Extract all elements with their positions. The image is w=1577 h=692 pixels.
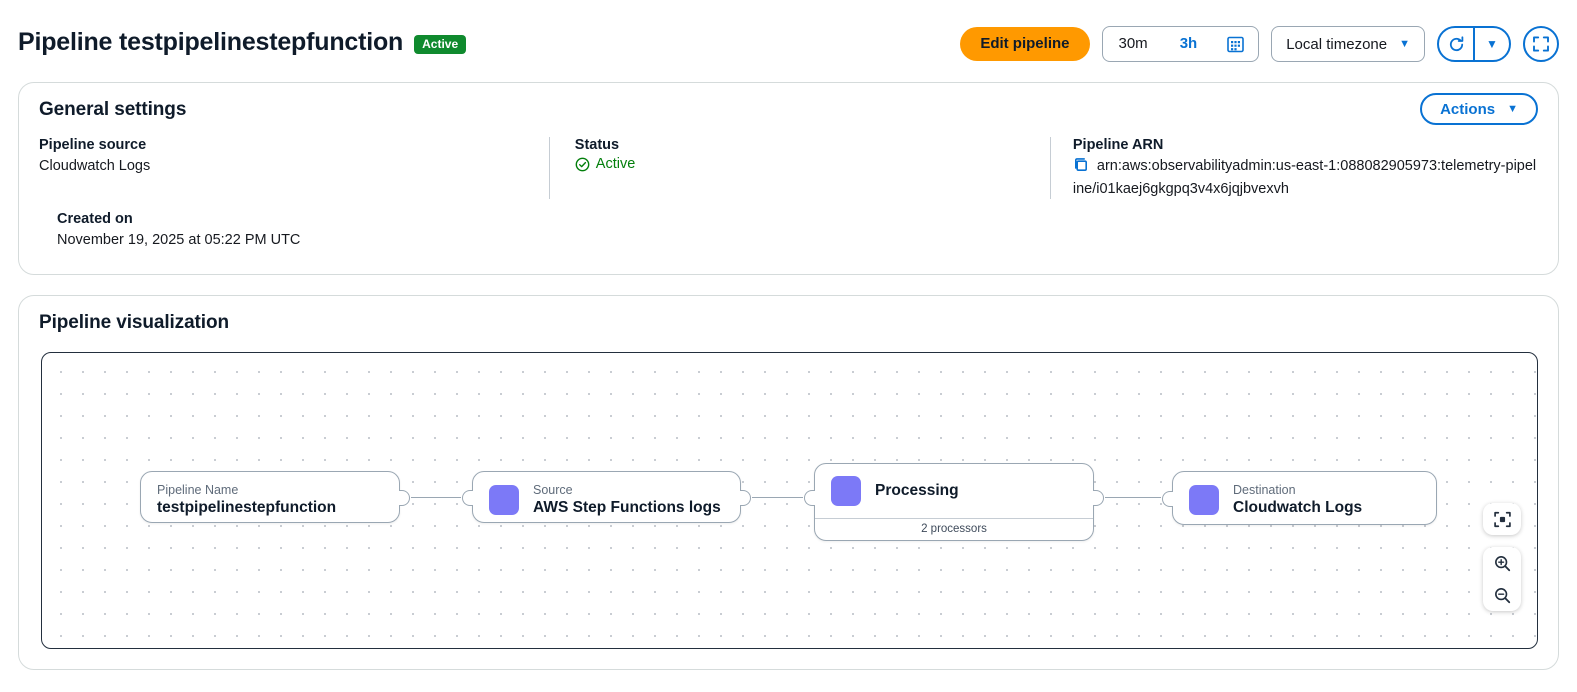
chevron-down-icon: ▼ xyxy=(1507,102,1518,115)
status-value: Active xyxy=(595,156,636,172)
visualization-title: Pipeline visualization xyxy=(39,312,229,333)
copy-icon[interactable] xyxy=(1073,157,1089,179)
node-processing-texts: Processing xyxy=(875,481,959,501)
column-divider-2 xyxy=(1050,137,1051,199)
node-source-icon xyxy=(489,485,519,515)
node-pipeline-name-body: Pipeline Name testpipelinestepfunction xyxy=(141,472,399,528)
node-processing-body: Processing xyxy=(815,464,1093,518)
handle-out-processing[interactable] xyxy=(1093,490,1104,506)
general-settings-grid: Pipeline source Cloudwatch Logs Status A… xyxy=(19,137,1558,199)
timezone-value: Local timezone xyxy=(1286,35,1388,53)
node-pipeline-name-kicker: Pipeline Name xyxy=(157,483,239,497)
zoom-controls[interactable] xyxy=(1483,547,1521,611)
calendar-icon[interactable] xyxy=(1213,27,1258,61)
edge-processing-to-destination xyxy=(1105,497,1161,498)
node-destination-texts: Destination Cloudwatch Logs xyxy=(1233,482,1362,518)
node-processing-icon xyxy=(831,476,861,506)
time-range-30m[interactable]: 30m xyxy=(1118,35,1148,52)
field-status: Status Active xyxy=(545,137,1043,199)
zoom-in-icon[interactable] xyxy=(1483,547,1521,579)
general-settings-header: General settings Actions ▼ xyxy=(19,83,1558,137)
edge-source-to-processing xyxy=(752,497,803,498)
edge-name-to-source xyxy=(411,497,461,498)
canvas-controls xyxy=(1483,503,1521,611)
fit-view-control[interactable] xyxy=(1483,503,1521,535)
pipeline-source-label: Pipeline source xyxy=(39,137,147,153)
handle-in-source[interactable] xyxy=(462,490,473,506)
actions-button-label: Actions xyxy=(1440,100,1496,118)
handle-in-destination[interactable] xyxy=(1162,491,1173,507)
node-source-kicker: Source xyxy=(533,483,573,497)
field-created-on: Created on November 19, 2025 at 05:22 PM… xyxy=(57,211,300,250)
pipeline-arn-value: arn:aws:observabilityadmin:us-east-1:088… xyxy=(1072,158,1537,197)
refresh-icon[interactable] xyxy=(1439,28,1473,60)
actions-button[interactable]: Actions ▼ xyxy=(1420,93,1538,125)
pipeline-source-value: Cloudwatch Logs xyxy=(39,158,151,174)
node-destination-body: Destination Cloudwatch Logs xyxy=(1173,472,1436,528)
time-range-3h[interactable]: 3h xyxy=(1179,35,1198,52)
column-divider-1 xyxy=(549,137,550,199)
node-processing[interactable]: Processing 2 processors xyxy=(804,463,1104,541)
field-pipeline-source: Pipeline source Cloudwatch Logs xyxy=(39,137,545,199)
general-settings-card: General settings Actions ▼ Pipeline sour… xyxy=(18,82,1559,275)
pipeline-arn-label: Pipeline ARN xyxy=(1072,137,1164,153)
handle-out-source[interactable] xyxy=(740,490,751,506)
check-circle-icon xyxy=(575,157,590,171)
node-pipeline-name[interactable]: Pipeline Name testpipelinestepfunction xyxy=(140,471,410,523)
time-range-selector[interactable]: 30m 3h xyxy=(1101,26,1260,62)
node-source-texts: Source AWS Step Functions logs xyxy=(533,482,721,518)
created-on-value: November 19, 2025 at 05:22 PM UTC xyxy=(57,232,301,248)
page-title: Pipeline testpipelinestepfunction xyxy=(18,28,404,56)
node-pipeline-name-texts: Pipeline Name testpipelinestepfunction xyxy=(157,482,336,518)
node-destination-kicker: Destination xyxy=(1233,483,1296,497)
visualization-header: Pipeline visualization xyxy=(19,296,1558,350)
page-header: Pipeline testpipelinestepfunction Active… xyxy=(0,0,1577,84)
node-pipeline-name-title: testpipelinestepfunction xyxy=(157,499,337,516)
node-source[interactable]: Source AWS Step Functions logs xyxy=(462,471,751,523)
pipeline-arn-row: arn:aws:observabilityadmin:us-east-1:088… xyxy=(1073,156,1538,199)
refresh-button-group[interactable]: ▼ xyxy=(1437,26,1511,62)
node-processing-footer: 2 processors xyxy=(815,518,1093,540)
zoom-out-icon[interactable] xyxy=(1483,579,1521,611)
node-destination-title: Cloudwatch Logs xyxy=(1233,499,1363,516)
node-source-title: AWS Step Functions logs xyxy=(533,499,721,516)
created-on-label: Created on xyxy=(57,211,133,227)
fullscreen-icon xyxy=(1533,36,1549,52)
header-actions: Edit pipeline 30m 3h xyxy=(960,26,1559,62)
node-destination-icon xyxy=(1189,485,1219,515)
fullscreen-button[interactable] xyxy=(1523,26,1559,62)
pipeline-visualization-card: Pipeline visualization Pipeline Name tes… xyxy=(18,295,1559,670)
refresh-dropdown-caret-icon[interactable]: ▼ xyxy=(1486,37,1498,51)
node-processing-title: Processing xyxy=(875,482,959,499)
handle-in-processing[interactable] xyxy=(804,490,815,506)
node-destination[interactable]: Destination Cloudwatch Logs xyxy=(1162,471,1437,528)
status-label: Status xyxy=(574,137,620,153)
refresh-group-divider xyxy=(1473,28,1475,60)
page-title-group: Pipeline testpipelinestepfunction Active xyxy=(18,28,467,57)
pipeline-canvas[interactable]: Pipeline Name testpipelinestepfunction S… xyxy=(41,352,1538,649)
handle-out-pipeline-name[interactable] xyxy=(399,490,410,506)
general-settings-title: General settings xyxy=(39,99,187,120)
field-pipeline-arn: Pipeline ARN arn:aws:observabilityadmin:… xyxy=(1043,137,1538,199)
timezone-select[interactable]: Local timezone ▼ xyxy=(1271,26,1425,62)
edit-pipeline-button[interactable]: Edit pipeline xyxy=(960,27,1090,61)
node-source-body: Source AWS Step Functions logs xyxy=(473,472,740,528)
status-value-group: Active xyxy=(575,156,1043,172)
fit-view-icon[interactable] xyxy=(1483,503,1521,535)
status-badge: Active xyxy=(414,35,467,54)
chevron-down-icon: ▼ xyxy=(1399,37,1410,50)
